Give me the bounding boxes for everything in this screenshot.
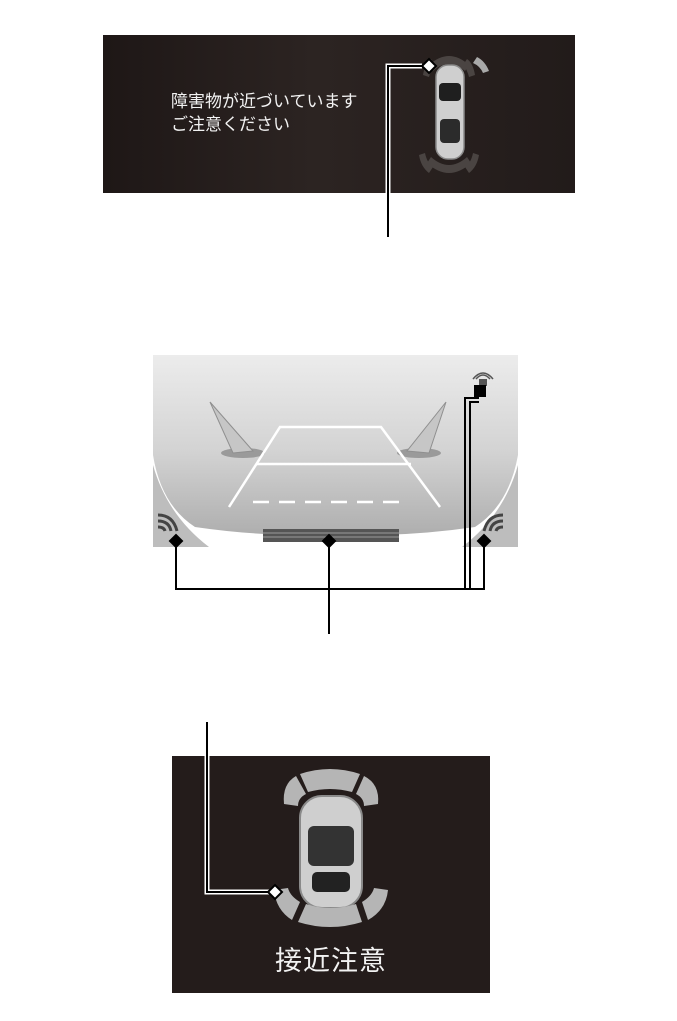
top-warning-message: 障害物が近づいています ご注意ください — [171, 91, 358, 137]
rear-sensor-segments — [274, 888, 388, 927]
sonar-indicator-icon — [472, 372, 494, 386]
top-warning-display: 障害物が近づいています ご注意ください — [103, 35, 575, 193]
top-car-sensor-graphic — [419, 56, 489, 173]
top-warning-line1: 障害物が近づいています — [171, 92, 358, 112]
front-sensor-segments — [283, 769, 379, 806]
front-sensor-segments — [423, 56, 489, 77]
top-warning-line2: ご注意ください — [171, 115, 290, 135]
car-top-view-icon — [274, 769, 388, 927]
traffic-cone-icon — [209, 401, 265, 458]
leader-markers — [168, 57, 492, 901]
bottom-warning-message: 接近注意 — [275, 946, 387, 977]
rear-sensor-segments — [419, 153, 479, 173]
bottom-warning-display: 接近注意 — [172, 756, 490, 993]
sensor-wave-icon — [482, 513, 504, 532]
traffic-cone-icon — [397, 401, 447, 458]
parking-guide-lines — [227, 425, 442, 508]
sensor-wave-icon — [157, 513, 179, 532]
bottom-car-sensor-graphic — [274, 769, 388, 927]
car-top-view-icon — [419, 56, 489, 173]
